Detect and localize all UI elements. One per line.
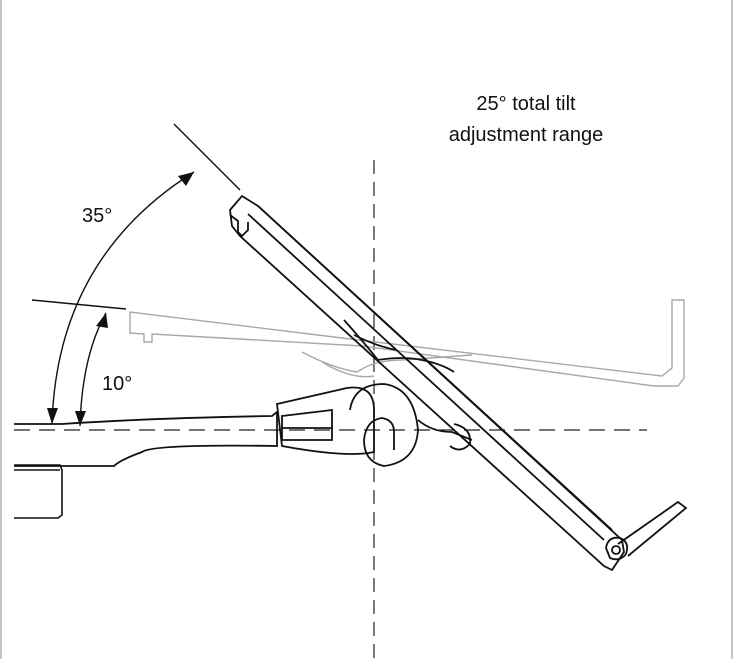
- arc-35: [51, 171, 195, 425]
- angle-indicators: [31, 123, 241, 427]
- tilt-range-label-line2: adjustment range: [449, 124, 604, 146]
- angle-label-35: 35°: [82, 205, 112, 227]
- tablet-lower-position-ghost: [129, 299, 685, 387]
- reference-line-35: [173, 123, 241, 191]
- angle-label-10: 10°: [102, 373, 132, 395]
- tablet-hinge-knuckle: [605, 536, 629, 561]
- reference-line-10: [31, 299, 127, 310]
- tilt-range-label-line1: 25° total tilt: [476, 93, 576, 115]
- support-arm: [14, 386, 375, 467]
- tilt-hinge: [343, 319, 473, 467]
- base-clamp: [14, 464, 63, 519]
- tablet-bottom-lip: [617, 500, 688, 557]
- arc-10: [79, 312, 107, 427]
- tablet-upper-position: [229, 194, 688, 572]
- tablet-body: [229, 194, 625, 572]
